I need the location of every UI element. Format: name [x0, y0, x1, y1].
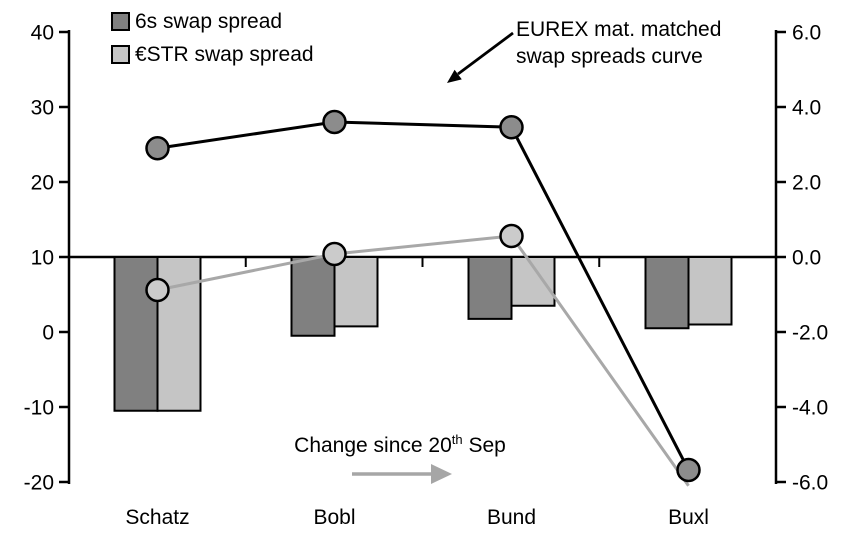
right-axis-tick-label: -6.0 — [792, 472, 828, 495]
left-axis-tick-label: 30 — [31, 97, 54, 120]
left-axis-tick-label: 10 — [31, 247, 54, 270]
right-axis-tick-label: -2.0 — [792, 322, 828, 345]
change-annotation-arrowhead — [431, 464, 452, 484]
right-axis-tick-label: 0.0 — [792, 247, 821, 270]
change-annotation-suffix: Sep — [462, 434, 506, 457]
left-axis-tick-label: -20 — [24, 472, 54, 495]
bar-estr-buxl — [687, 256, 733, 326]
right-axis-tick-label: 6.0 — [792, 22, 821, 45]
annotation-arrows-layer — [352, 31, 514, 484]
change-annotation-text: Change since 20 — [294, 434, 452, 457]
marker-estr-curve-bund — [499, 223, 524, 249]
curve-annotation-line1: EUREX mat. matched — [516, 18, 722, 41]
marker-estr-curve-schatz — [145, 277, 170, 303]
legend-swatch-estr — [111, 45, 130, 64]
bar-estr-bobl — [333, 256, 379, 328]
bar-6s-buxl — [644, 256, 690, 330]
lines-layer — [145, 109, 701, 487]
legend: 6s swap spread €STR swap spread — [111, 10, 314, 76]
category-label-bobl: Bobl — [313, 506, 355, 529]
left-axis-tick-label: -10 — [24, 397, 54, 420]
marker-6s-curve-buxl — [676, 457, 701, 483]
line-estr-curve — [157, 234, 690, 487]
curve-annotation-line2: swap spreads curve — [516, 45, 703, 68]
right-axis-tick-label: 2.0 — [792, 172, 821, 195]
bar-estr-bund — [510, 256, 556, 307]
legend-swatch-6s — [111, 12, 130, 31]
marker-6s-curve-schatz — [145, 136, 170, 161]
bar-6s-bobl — [290, 256, 336, 337]
curve-annotation-arrowhead — [447, 69, 462, 83]
curve-annotation-arrow — [457, 31, 514, 76]
marker-6s-curve-bobl — [322, 109, 347, 135]
legend-label-estr: €STR swap spread — [135, 43, 314, 66]
change-annotation: Change since 20th Sep — [278, 432, 522, 458]
line-6s-curve — [157, 120, 690, 471]
category-label-schatz: Schatz — [125, 506, 189, 529]
left-axis-tick-label: 20 — [31, 172, 54, 195]
curve-annotation: EUREX mat. matched swap spreads curve — [516, 16, 721, 70]
legend-item-estr: €STR swap spread — [111, 43, 314, 66]
left-axis-tick-label: 40 — [31, 22, 54, 45]
left-axis-tick-label: 0 — [42, 322, 54, 345]
category-label-bund: Bund — [487, 506, 536, 529]
category-label-buxl: Buxl — [668, 506, 709, 529]
right-axis-tick-label: 4.0 — [792, 97, 821, 120]
bar-6s-bund — [467, 256, 513, 320]
legend-item-6s: 6s swap spread — [111, 10, 314, 33]
legend-label-6s: 6s swap spread — [135, 10, 283, 33]
marker-estr-curve-bobl — [322, 241, 347, 267]
change-annotation-sup: th — [451, 432, 463, 447]
right-axis-tick-label: -4.0 — [792, 397, 828, 420]
marker-6s-curve-bund — [499, 115, 524, 140]
